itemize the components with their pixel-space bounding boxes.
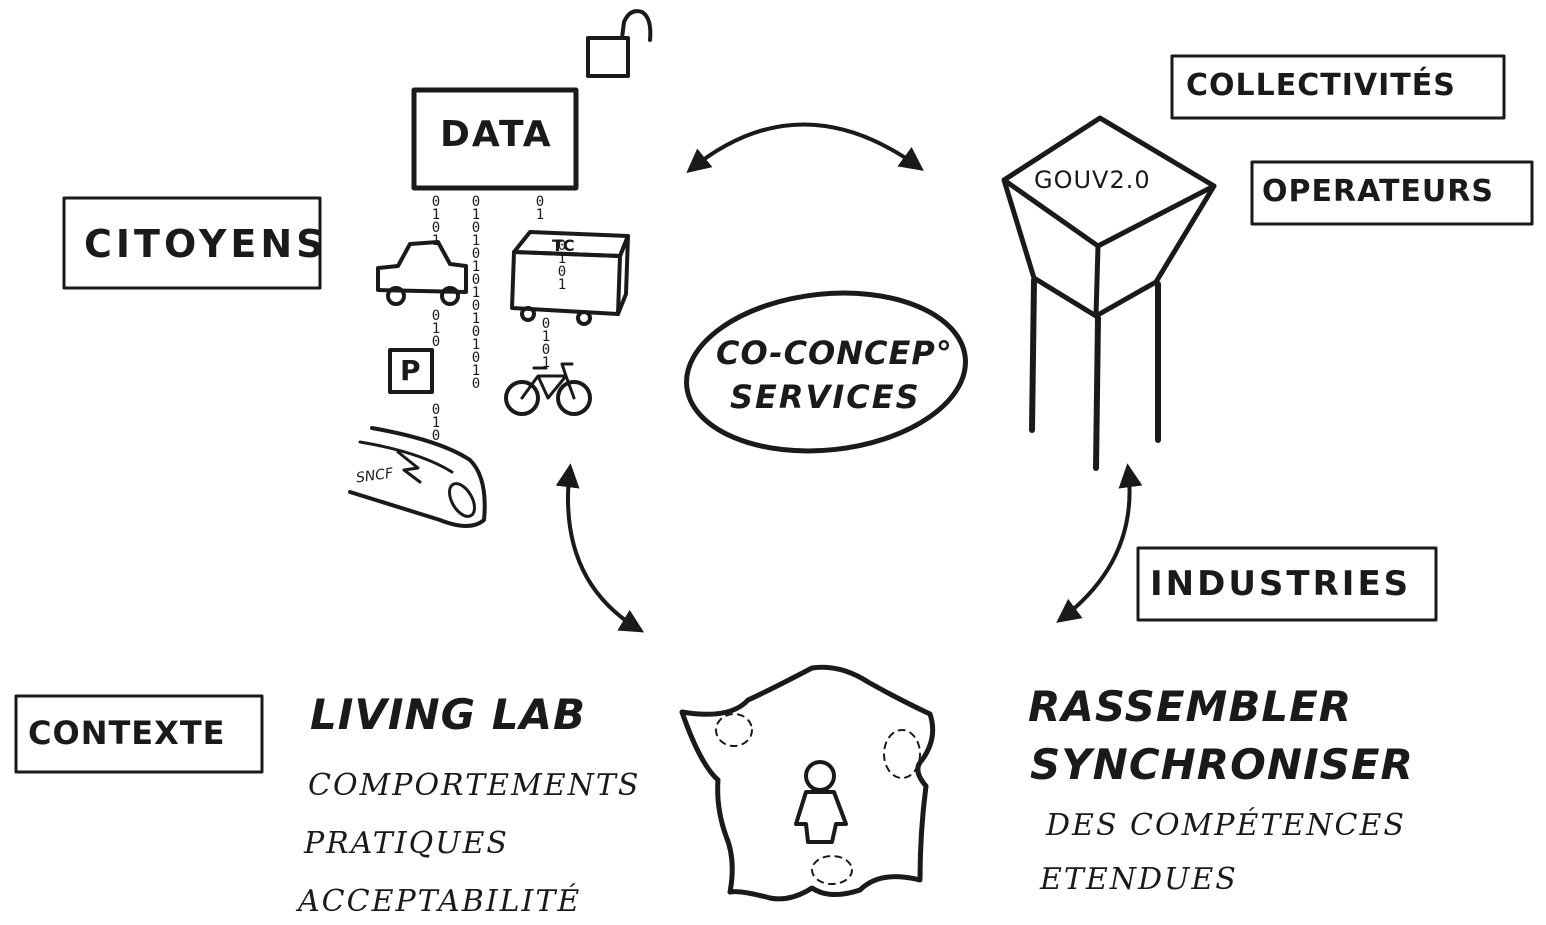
- data-box: [411, 87, 579, 191]
- bit-stream: 010: [431, 402, 441, 444]
- citoyens-frame: [62, 196, 322, 290]
- industries-label: INDUSTRIES: [1150, 564, 1412, 604]
- arrow-industries-gouv: [1056, 463, 1143, 623]
- bit-stream: 0101: [557, 238, 567, 293]
- collectivites-label: COLLECTIVITÉS: [1186, 68, 1456, 103]
- synchroniser-label: SYNCHRONISER: [1030, 740, 1414, 789]
- living-lab-item: ACCEPTABILITÉ: [298, 884, 582, 919]
- collectivites-frame: [1170, 54, 1506, 120]
- bit-stream: 010101010101010: [471, 194, 481, 392]
- bit-stream: 0101: [541, 316, 551, 371]
- bit-stream: 0101: [431, 194, 441, 249]
- water-tower-icon: [1001, 115, 1217, 471]
- parking-label: P: [400, 354, 421, 387]
- gouv-label: GOUV2.0: [1034, 166, 1151, 194]
- bus-icon: [510, 230, 630, 326]
- train-icon: [348, 426, 487, 528]
- contexte-label: CONTEXTE: [28, 714, 226, 752]
- bicycle-icon: [504, 362, 592, 416]
- center-label-line2: SERVICES: [730, 378, 921, 416]
- citoyens-label: CITOYENS: [84, 222, 328, 266]
- france-map-icon: [679, 664, 936, 902]
- living-lab-item: PRATIQUES: [304, 826, 509, 861]
- center-label-line1: CO-CONCEP°: [716, 334, 953, 372]
- parking-sign-box: [388, 348, 434, 394]
- padlock-open-icon: [586, 9, 653, 78]
- data-label: DATA: [440, 114, 553, 155]
- center-ellipse: [684, 290, 968, 454]
- competences-line2: ETENDUES: [1040, 862, 1238, 897]
- competences-line1: DES COMPÉTENCES: [1046, 808, 1406, 843]
- car-icon: [376, 240, 468, 306]
- arrow-data-gouv: [686, 122, 924, 174]
- bit-stream: 010: [431, 308, 441, 350]
- tc-label: TC: [552, 236, 575, 255]
- living-lab-item: COMPORTEMENTS: [308, 768, 641, 803]
- contexte-frame: [14, 694, 264, 774]
- bit-stream: 01: [535, 194, 545, 223]
- industries-frame: [1136, 546, 1438, 622]
- operateurs-frame: [1250, 160, 1534, 226]
- arrow-data-france: [555, 463, 645, 633]
- rassembler-label: RASSEMBLER: [1028, 682, 1353, 731]
- operateurs-label: OPERATEURS: [1262, 174, 1494, 209]
- living-lab-title: LIVING LAB: [310, 690, 587, 739]
